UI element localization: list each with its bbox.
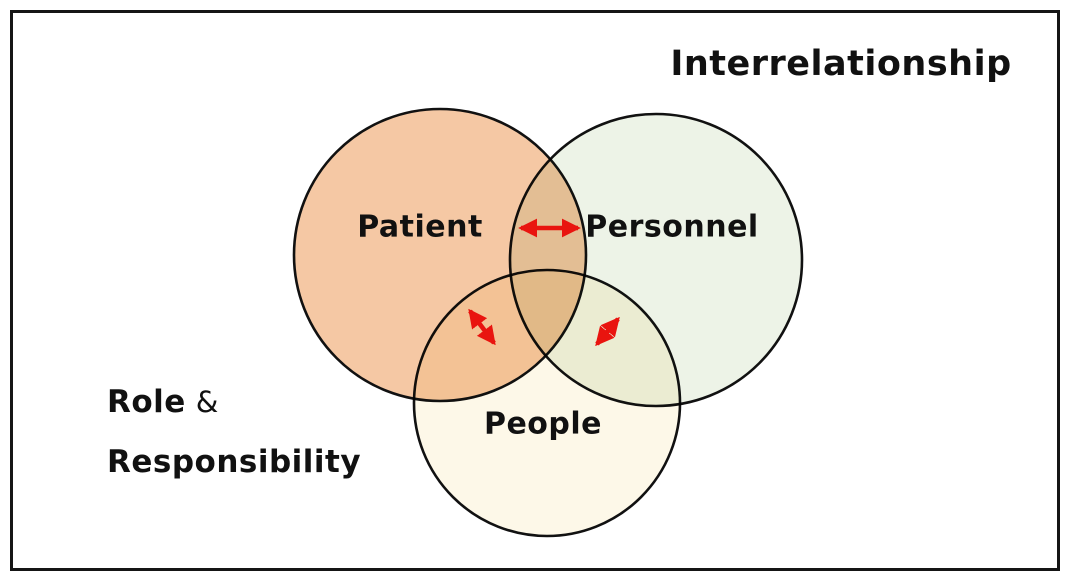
- diagram-title: Interrelationship: [670, 44, 1012, 84]
- personnel-people-arrow-icon: [595, 316, 620, 347]
- venn-circles: [292, 107, 804, 538]
- side-caption: Role & Responsibility: [107, 372, 361, 492]
- patient-label: Patient: [357, 209, 483, 245]
- people-circle: [412, 268, 682, 538]
- relationship-arrows: [468, 218, 620, 347]
- side-caption-ampersand: &: [195, 385, 219, 419]
- people-label: People: [483, 406, 603, 442]
- side-caption-role: Role: [107, 384, 186, 420]
- border-frame: [10, 10, 1060, 571]
- side-caption-responsibility: Responsibility: [107, 444, 362, 480]
- patient-people-arrow-icon: [468, 308, 496, 346]
- side-caption-line1: Role &: [107, 372, 361, 432]
- personnel-label: Personnel: [585, 209, 759, 245]
